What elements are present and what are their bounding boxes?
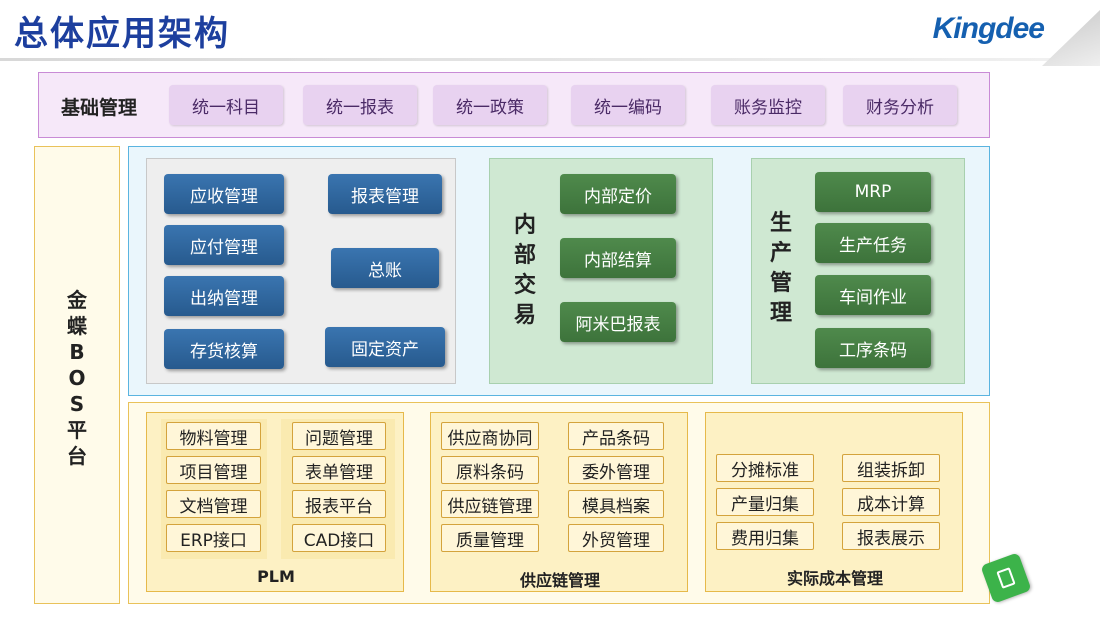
supply-chain-module: 原料条码 <box>441 456 539 484</box>
plm-module: 表单管理 <box>292 456 386 484</box>
production-title: 生产管理 <box>769 211 792 326</box>
actual-cost-module: 产量归集 <box>716 488 814 516</box>
production-module: MRP <box>815 172 931 212</box>
supply-chain-module: 外贸管理 <box>568 524 664 552</box>
supply-chain-module: 供应链管理 <box>441 490 539 518</box>
plm-module: 项目管理 <box>166 456 261 484</box>
header: 总体应用架构 Kingdee <box>0 0 1100 66</box>
brand-logo: Kingdee <box>932 12 1045 45</box>
base-management-label: 基础管理 <box>61 97 138 119</box>
supply-chain-module: 供应商协同 <box>441 422 539 450</box>
page-title: 总体应用架构 <box>14 14 230 54</box>
supply-chain-module: 产品条码 <box>568 422 664 450</box>
plm-module: CAD接口 <box>292 524 386 552</box>
base-item: 统一报表 <box>303 85 417 125</box>
actual-cost-module: 费用归集 <box>716 522 814 550</box>
plm-module: 物料管理 <box>166 422 261 450</box>
finance-module: 存货核算 <box>164 329 284 369</box>
finance-module: 应收管理 <box>164 174 284 214</box>
finance-module: 出纳管理 <box>164 276 284 316</box>
device-icon-glyph <box>996 567 1016 589</box>
actual-cost-module: 分摊标准 <box>716 454 814 482</box>
plm-module: 文档管理 <box>166 490 261 518</box>
production-module: 车间作业 <box>815 275 931 315</box>
plm-title: PLM <box>257 567 295 586</box>
actual-cost-module: 报表展示 <box>842 522 940 550</box>
plm-module: ERP接口 <box>166 524 261 552</box>
internal-trade-module: 内部结算 <box>560 238 676 278</box>
actual-cost-title: 实际成本管理 <box>786 569 883 588</box>
plm-module: 问题管理 <box>292 422 386 450</box>
header-divider <box>0 58 1060 61</box>
finance-module: 固定资产 <box>325 327 445 367</box>
supply-chain-module: 委外管理 <box>568 456 664 484</box>
supply-chain-module: 模具档案 <box>568 490 664 518</box>
base-management-row: 基础管理 统一科目 统一报表 统一政策 统一编码 账务监控 财务分析 <box>38 72 990 138</box>
base-item: 统一编码 <box>571 85 685 125</box>
actual-cost-module: 组装拆卸 <box>842 454 940 482</box>
internal-trade-module: 阿米巴报表 <box>560 302 676 342</box>
plm-module: 报表平台 <box>292 490 386 518</box>
supply-chain-module: 质量管理 <box>441 524 539 552</box>
finance-module: 应付管理 <box>164 225 284 265</box>
actual-cost-module: 成本计算 <box>842 488 940 516</box>
supply-chain-title: 供应链管理 <box>519 571 600 590</box>
production-module: 生产任务 <box>815 223 931 263</box>
finance-module: 总账 <box>331 248 439 288</box>
base-item: 账务监控 <box>711 85 825 125</box>
base-item: 财务分析 <box>843 85 957 125</box>
internal-trade-title: 内部交易 <box>513 213 536 328</box>
finance-module: 报表管理 <box>328 174 442 214</box>
production-module: 工序条码 <box>815 328 931 368</box>
base-item: 统一政策 <box>433 85 547 125</box>
base-item: 统一科目 <box>169 85 283 125</box>
internal-trade-module: 内部定价 <box>560 174 676 214</box>
